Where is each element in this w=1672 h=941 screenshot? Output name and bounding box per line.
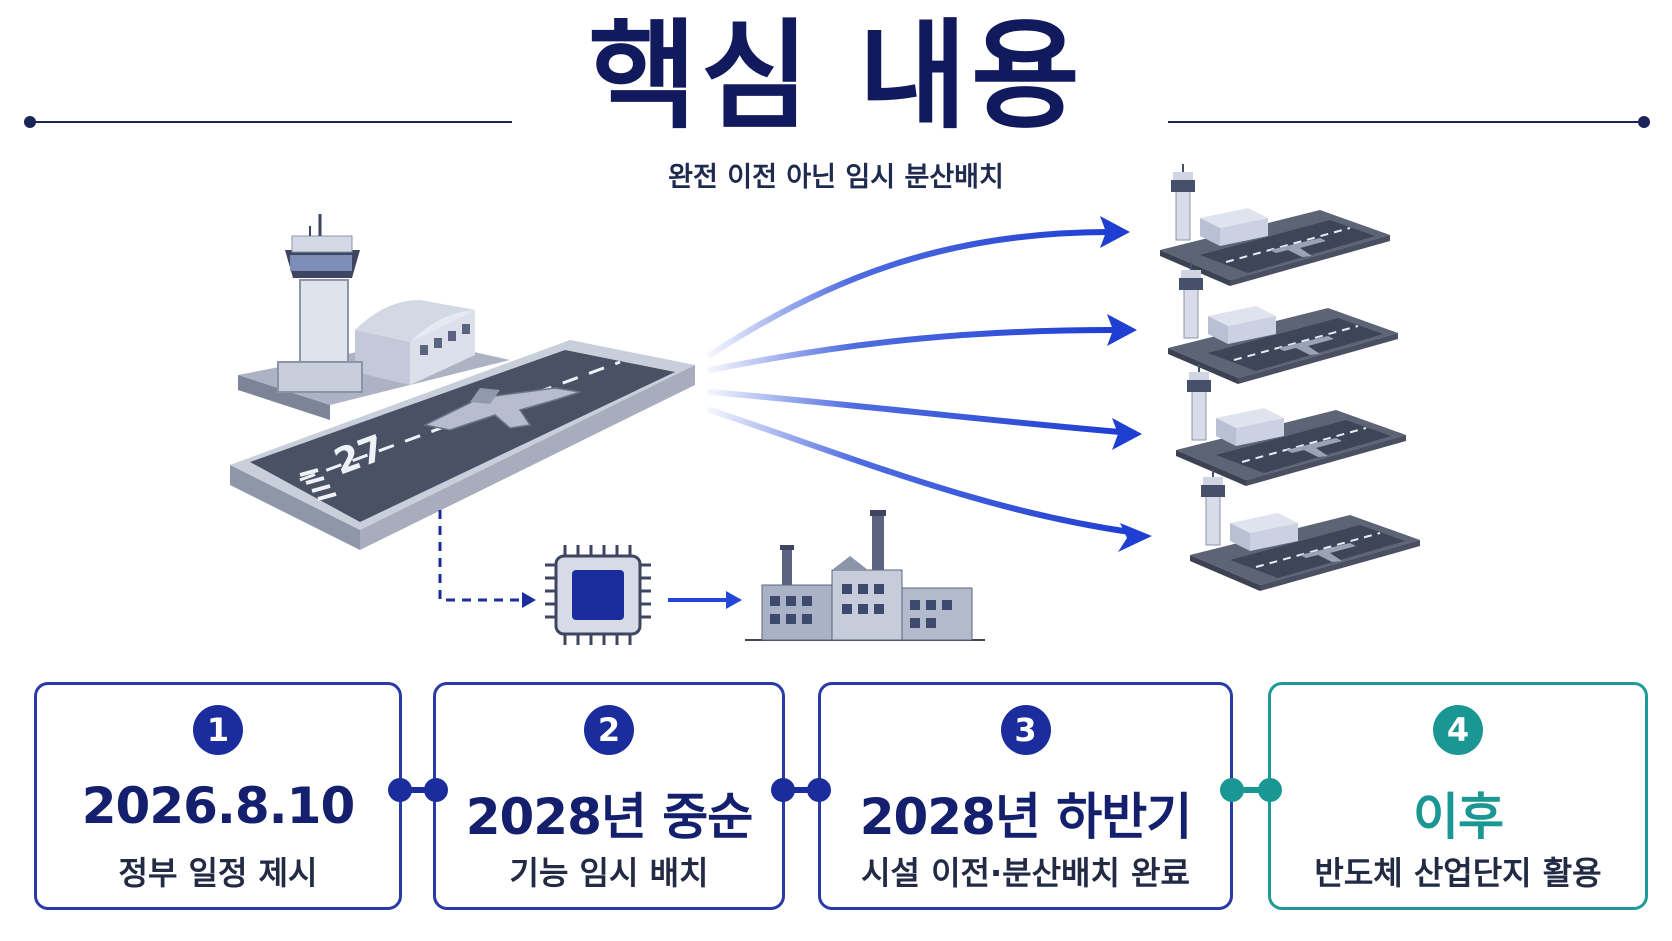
step-number-badge: 3 [1000,705,1051,755]
step-date: 이후 [1413,788,1504,846]
satellite-airbase-icon [1159,163,1391,287]
timeline-step-2: 2 2028년 중순 기능 임시 배치 [433,682,785,910]
dashed-link [438,510,522,602]
satellite-airbase-icon [1189,468,1421,592]
step-date: 2028년 하반기 [859,788,1193,846]
step-description: 반도체 산업단지 활용 [1314,854,1602,892]
rule-right-end-dot [1638,116,1650,128]
dispersal-arrows [707,229,1133,535]
timeline-connector [388,778,448,802]
timeline-step-1: 1 2026.8.10 정부 일정 제시 [34,682,402,910]
step-description: 정부 일정 제시 [118,854,318,892]
step-date: 2026.8.10 [81,777,356,835]
main-airbase-icon: 27 [230,214,695,550]
step-number-badge: 1 [193,705,243,755]
title-rule-right [1168,121,1644,123]
timeline-connector [771,778,831,802]
step-date: 2028년 중순 [465,788,754,846]
satellite-airbase-icon [1175,363,1407,487]
timeline-step-3: 3 2028년 하반기 시설 이전·분산배치 완료 [818,682,1233,910]
page-title: 핵심 내용 [588,7,1084,145]
step-number-badge: 2 [584,705,634,755]
title-rule-left [30,121,512,123]
arrow-heads [1100,216,1152,552]
step-number-badge: 4 [1433,705,1483,755]
timeline-connector [1220,778,1282,802]
semiconductor-chip-icon [545,545,651,645]
step-description: 시설 이전·분산배치 완료 [861,854,1190,892]
page-subtitle: 완전 이전 아닌 임시 분산배치 [668,162,1004,193]
timeline-step-4: 4 이후 반도체 산업단지 활용 [1268,682,1648,910]
factory-icon [745,510,985,641]
satellite-airbase-icon [1167,261,1399,385]
relocation-illustration: 27 [230,163,1421,645]
step-description: 기능 임시 배치 [509,854,709,892]
